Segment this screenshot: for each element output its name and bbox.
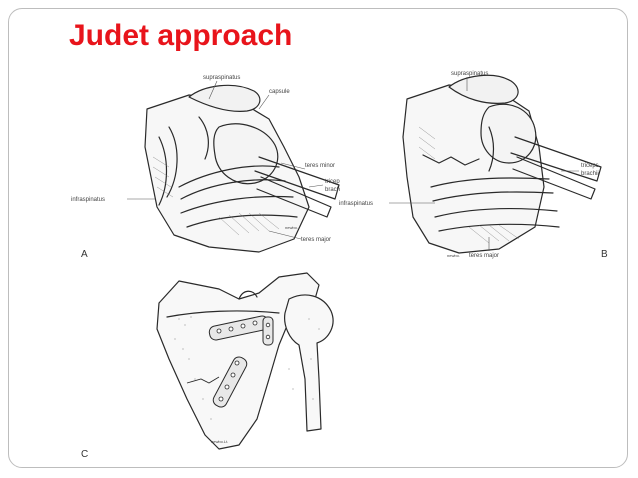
label-a-tricep: tricep — [325, 179, 340, 185]
label-b-supraspinatus: supraspinatus — [451, 71, 488, 77]
label-a-teres-major: teres major — [301, 237, 331, 243]
figure-area: supraspinatus capsule teres minor tricep… — [9, 9, 627, 467]
panel-letter-b: B — [601, 249, 608, 260]
label-a-infraspinatus: infraspinatus — [71, 197, 105, 203]
illustration-panel-a: supraspinatus capsule teres minor tricep… — [71, 75, 340, 253]
panel-letter-c: C — [81, 449, 89, 460]
signature-c: newbo.Lt. — [211, 439, 228, 444]
slide-title: Judet approach — [69, 19, 293, 52]
illustration-panel-c: newbo.Lt. — [156, 272, 334, 450]
label-a-supraspinatus: supraspinatus — [203, 75, 240, 81]
panel-letter-a: A — [81, 249, 88, 260]
signature-b: newbo. — [447, 253, 460, 258]
label-a-brach: brach — [325, 187, 340, 193]
fixation-plate-lower — [212, 356, 248, 408]
label-b-triceps: triceps — [581, 163, 599, 169]
label-a-teres-minor: teres minor — [305, 163, 335, 169]
label-a-capsule: capsule — [269, 89, 290, 95]
label-b-brachii: brachii — [581, 171, 599, 177]
label-b-teres-major: teres major — [469, 253, 499, 259]
label-b-infraspinatus: infraspinatus — [339, 201, 373, 207]
signature-a: newbo. — [285, 225, 298, 230]
fixation-plate-upper — [208, 315, 274, 346]
slide-frame: Judet approach — [8, 8, 628, 468]
illustration-panel-b: supraspinatus triceps brachii infraspina… — [339, 71, 602, 259]
